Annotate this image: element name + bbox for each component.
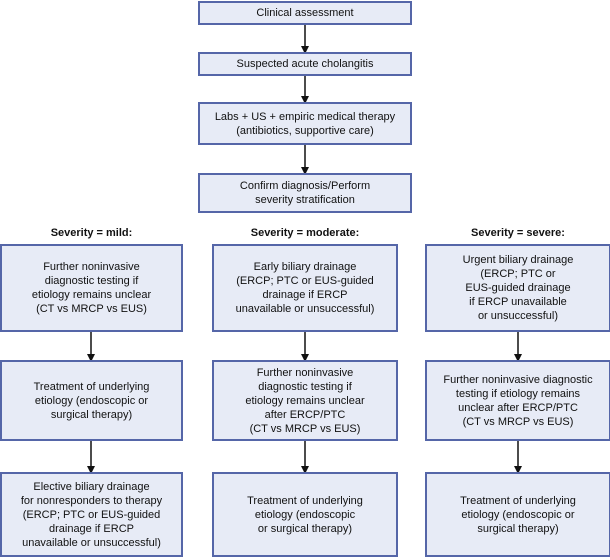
box-text-line: (CT vs MRCP vs EUS) bbox=[462, 415, 574, 428]
box-text-line: (CT vs MRCP vs EUS) bbox=[249, 422, 361, 435]
box-text-line: drainage if ERCP bbox=[48, 522, 134, 535]
box-text-line: if ERCP unavailable bbox=[469, 296, 567, 308]
box-text-line: unclear after ERCP/PTC bbox=[458, 401, 578, 414]
box-text-line: severity stratification bbox=[255, 194, 355, 206]
clinical-assessment-box: Clinical assessment bbox=[198, 1, 412, 25]
box-text-line: or surgical therapy) bbox=[257, 522, 353, 535]
severity-moderate-heading: Severity = moderate: bbox=[250, 227, 360, 239]
box-text-line: Treatment of underlying bbox=[460, 494, 576, 507]
box-text-line: or unsuccessful) bbox=[477, 310, 559, 322]
box-text-line: (ERCP; PTC or bbox=[480, 268, 556, 280]
box-text-line: (antibiotics, supportive care) bbox=[236, 124, 374, 137]
box-text: Early biliary drainage (ERCP; PTC or EUS-… bbox=[236, 260, 375, 316]
box-text-line: unavailable or unsuccessful) bbox=[22, 536, 161, 549]
labs-therapy-box: Labs + US + empiric medical therapy(anti… bbox=[198, 102, 412, 145]
box-text-line: (ERCP; PTC or EUS-guided bbox=[236, 275, 374, 287]
box-text-line: (ERCP; PTC or EUS-guided bbox=[22, 508, 161, 521]
box-text-line: etiology (endoscopic bbox=[254, 508, 356, 521]
severity-severe-heading: Severity = severe: bbox=[471, 227, 565, 239]
box-text-line: Further noninvasive diagnostic bbox=[443, 373, 593, 386]
box-text-line: testing if etiology remains bbox=[455, 387, 581, 400]
mild-step-1-box: Further noninvasive diagnostic testing if… bbox=[0, 244, 183, 332]
box-text-line: etiology remains unclear bbox=[245, 394, 365, 407]
box-text-line: surgical therapy) bbox=[50, 408, 133, 421]
box-text: Confirm diagnosis/Perform severity strati… bbox=[240, 179, 370, 207]
moderate-step-1-box: Early biliary drainage (ERCP; PTC or EUS-… bbox=[212, 244, 398, 332]
box-text-line: diagnostic testing if bbox=[44, 275, 139, 287]
box-text-line: surgical therapy) bbox=[477, 522, 559, 535]
box-text: Clinical assessment bbox=[256, 6, 353, 20]
box-text-line: Treatment of underlying bbox=[247, 494, 363, 507]
box-text-line: etiology remains unclear bbox=[31, 289, 152, 301]
box-text: Suspected acute cholangitis bbox=[237, 57, 374, 71]
box-text-line: Early biliary drainage bbox=[253, 261, 357, 273]
box-text: Labs + US + empiric medical therapy(anti… bbox=[215, 110, 395, 138]
box-text-line: Clinical assessment bbox=[256, 7, 354, 19]
box-text: Further noninvasive diagnostic testing if… bbox=[32, 260, 151, 316]
box-text-line: etiology (endoscopic or bbox=[34, 394, 149, 407]
box-text-line: Urgent biliary drainage bbox=[462, 254, 574, 266]
box-text-line: diagnostic testing if bbox=[258, 380, 352, 393]
box-text-line: Labs + US + empiric medical therapy bbox=[214, 110, 396, 123]
box-text-line: Treatment of underlying bbox=[33, 380, 150, 393]
box-text-line: after ERCP/PTC bbox=[264, 408, 346, 421]
box-text-line: for nonresponders to therapy bbox=[20, 494, 163, 507]
box-text-line: unavailable or unsuccessful) bbox=[235, 303, 375, 315]
box-text-line: Confirm diagnosis/Perform bbox=[239, 180, 371, 192]
box-text: Urgent biliary drainage (ERCP; PTC or EUS-… bbox=[463, 253, 574, 323]
severity-mild-heading: Severity = mild: bbox=[50, 227, 133, 239]
severe-step-1-box: Urgent biliary drainage (ERCP; PTC or EUS-… bbox=[425, 244, 610, 332]
suspected-cholangitis-box: Suspected acute cholangitis bbox=[198, 52, 412, 76]
box-text-line: Further noninvasive bbox=[256, 366, 354, 379]
box-text-line: etiology (endoscopic or bbox=[461, 508, 575, 521]
box-text-line: Suspected acute cholangitis bbox=[236, 58, 374, 70]
box-text-line: Elective biliary drainage bbox=[33, 480, 150, 493]
box-text-line: EUS-guided drainage bbox=[465, 282, 571, 294]
box-text-line: (CT vs MRCP vs EUS) bbox=[36, 303, 147, 315]
box-text-line: Further noninvasive bbox=[43, 261, 140, 273]
confirm-diagnosis-box: Confirm diagnosis/Perform severity strati… bbox=[198, 173, 412, 213]
box-text-line: drainage if ERCP bbox=[262, 289, 348, 301]
